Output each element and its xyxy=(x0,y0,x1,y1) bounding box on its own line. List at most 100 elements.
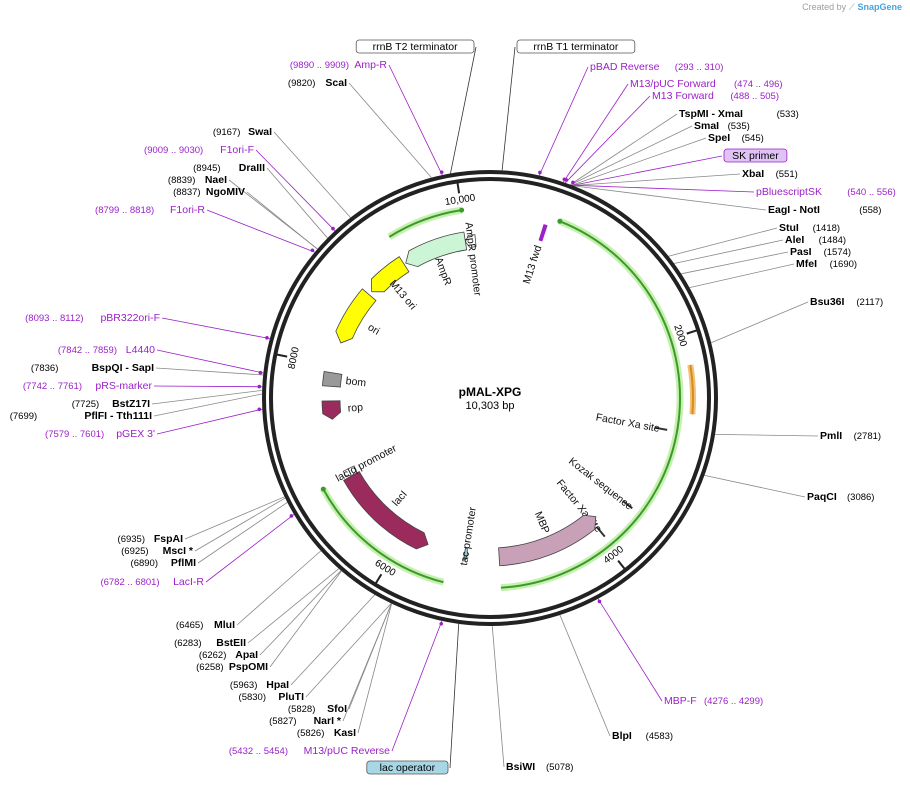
label-name-paqci-18: PaqCI xyxy=(807,491,837,503)
leader-pbr322ori-f-43 xyxy=(161,317,270,340)
orf-arc-2 xyxy=(388,209,462,238)
feature-label-m13-fwd: M13 fwd xyxy=(521,244,545,286)
leader-xbai-9 xyxy=(572,173,741,186)
tick-label-10000: 10,000 xyxy=(444,193,476,209)
primer-site-m13-forward-4 xyxy=(564,178,569,182)
feature-factor-xa-site-2 xyxy=(596,526,606,538)
label-coords-pspomi-29: (6258) xyxy=(196,662,223,673)
label-name-msci-35: MscI * xyxy=(163,545,194,557)
primer-site-f1ori-f-48 xyxy=(331,226,335,231)
feature-tac-promoter xyxy=(463,547,468,561)
label-m13-puc-reverse-23: M13/pUC Reverse(5432 .. 5454) xyxy=(229,745,390,757)
leader-mfei-15 xyxy=(689,263,795,289)
feature-m13-fwd-bar-0 xyxy=(538,224,546,241)
label-bspqi-41: BspQI - SapI(7836) xyxy=(31,362,154,374)
leader-m13-puc-reverse-23 xyxy=(391,620,443,752)
label-coords-f1ori-f-48: (9009 .. 9030) xyxy=(144,145,203,156)
feature-label-laciq-promoter: lacIq promoter xyxy=(334,442,399,484)
primer-site-pbr322ori-f-43 xyxy=(265,336,269,340)
leader-m13-forward-4 xyxy=(565,95,651,184)
label-m13-puc-forward-3: M13/pUC Forward(474 .. 496) xyxy=(630,78,783,90)
label-box-rrnb-t2-terminator-0 xyxy=(355,39,475,54)
label-mlui-32: MluI(6465) xyxy=(176,619,235,631)
leader-pflfi-38 xyxy=(153,393,263,417)
label-mfei-15: MfeI(1690) xyxy=(796,258,857,270)
label-coords-kasi-24: (5826) xyxy=(297,728,324,739)
leader-fspai-36 xyxy=(184,496,285,540)
feature-ori xyxy=(335,288,377,344)
primer-site-prs-marker-40 xyxy=(257,384,262,389)
leader-swai-49 xyxy=(273,131,351,218)
feature-laciq-promoter xyxy=(342,465,357,477)
label-name-mbp-f-19: MBP-F xyxy=(664,695,697,707)
label-coords-m13-puc-forward-3: (474 .. 496) xyxy=(734,79,783,90)
feature-label-ampr: AmpR xyxy=(432,256,454,288)
label-coords-stui-12: (1418) xyxy=(813,223,840,234)
label-coords-laci-r-33: (6782 .. 6801) xyxy=(100,577,159,588)
feature-m13-ori xyxy=(370,256,410,293)
label-name-pbr322ori-f-43: pBR322ori-F xyxy=(100,312,160,324)
label-pflfi-38: PflFI - Tth111I(7699) xyxy=(10,410,152,422)
primer-site-f1ori-r-44 xyxy=(310,248,315,253)
feature-label-rop: rop xyxy=(347,401,363,414)
leader-bsiwi-21 xyxy=(491,625,505,768)
label-coords-naei-46: (8839) xyxy=(168,175,195,186)
leader-pgex-3-37 xyxy=(156,408,263,435)
label-sfoi-26: SfoI(5828) xyxy=(288,703,347,715)
label-coords-hpai-28: (5963) xyxy=(230,680,257,691)
label-name-naei-46: NaeI xyxy=(205,174,227,186)
label-coords-ngomiv-45: (8837) xyxy=(173,187,200,198)
label-name-apai-30: ApaI xyxy=(235,649,258,661)
label-name-prs-marker-40: pRS-marker xyxy=(95,380,152,392)
label-xbai-9: XbaI(551) xyxy=(742,168,798,180)
label-bstz17i-39: BstZ17I(7725) xyxy=(72,398,150,410)
leader-stui-12 xyxy=(668,227,778,257)
label-name-blpi-20: BlpI xyxy=(612,730,632,742)
label-amp-r-51: Amp-R(9890 .. 9909) xyxy=(290,59,388,71)
label-swai-49: SwaI(9167) xyxy=(213,126,272,138)
label-box-lac-operator-22 xyxy=(366,760,449,775)
label-pbr322ori-f-43: pBR322ori-F(8093 .. 8112) xyxy=(25,312,160,324)
label-coords-msci-35: (6925) xyxy=(121,546,148,557)
feature-label-tac-promoter: tac promoter xyxy=(458,506,479,567)
leader-pspomi-29 xyxy=(269,570,342,668)
label-draiii-47: DraIII(8945) xyxy=(193,162,265,174)
leader-laci-r-33 xyxy=(205,514,295,583)
label-coords-mbp-f-19: (4276 .. 4299) xyxy=(704,696,763,707)
label-name-scai-50: ScaI xyxy=(325,77,347,89)
label-l4440-42: L4440(7842 .. 7859) xyxy=(58,344,155,356)
label-pasi-14: PasI(1574) xyxy=(790,246,851,258)
label-name-nari-25: NarI * xyxy=(314,715,342,727)
label-f1ori-f-48: F1ori-F(9009 .. 9030) xyxy=(144,144,254,156)
leader-naei-46 xyxy=(228,179,318,250)
label-coords-l4440-42: (7842 .. 7859) xyxy=(58,345,117,356)
label-name-pspomi-29: PspOMI xyxy=(229,661,268,673)
leader-sfoi-26 xyxy=(348,603,392,710)
label-name-rrnb-t2-terminator-0: rrnB T2 terminator xyxy=(373,41,459,53)
leader-rrnb-t1-terminator-1 xyxy=(501,46,516,171)
label-name-pflmi-34: PflMI xyxy=(171,557,196,569)
label-coords-pgex-3-37: (7579 .. 7601) xyxy=(45,429,104,440)
label-name-rrnb-t1-terminator-1: rrnB T1 terminator xyxy=(533,41,619,53)
label-coords-paqci-18: (3086) xyxy=(847,492,874,503)
label-coords-mlui-32: (6465) xyxy=(176,620,203,631)
feature-label-ampr-promoter: AmpR promoter xyxy=(462,222,483,298)
feature-label-bom: bom xyxy=(345,375,367,389)
orange-orf-arc xyxy=(689,364,694,415)
label-coords-prs-marker-40: (7742 .. 7761) xyxy=(23,381,82,392)
leader-rrnb-t2-terminator-0 xyxy=(450,46,477,174)
feature-bom xyxy=(322,371,343,388)
label-bsu36i-16: Bsu36I(2117) xyxy=(810,296,883,308)
leader-bspqi-41 xyxy=(155,367,264,376)
leader-sk-primer-8 xyxy=(572,155,723,186)
feature-label-mbp: MBP xyxy=(532,510,552,536)
feature-ampr xyxy=(405,231,468,268)
primer-site-mbp-f-19 xyxy=(597,599,602,604)
label-coords-draiii-47: (8945) xyxy=(193,163,220,174)
label-pbad-reverse-2: pBAD Reverse(293 .. 310) xyxy=(590,61,723,73)
feature-label-ori: ori xyxy=(366,321,382,337)
label-name-mfei-15: MfeI xyxy=(796,258,817,270)
tick-8000 xyxy=(275,353,288,358)
credit-prefix: Created by xyxy=(802,2,847,12)
label-name-xbai-9: XbaI xyxy=(742,168,764,180)
